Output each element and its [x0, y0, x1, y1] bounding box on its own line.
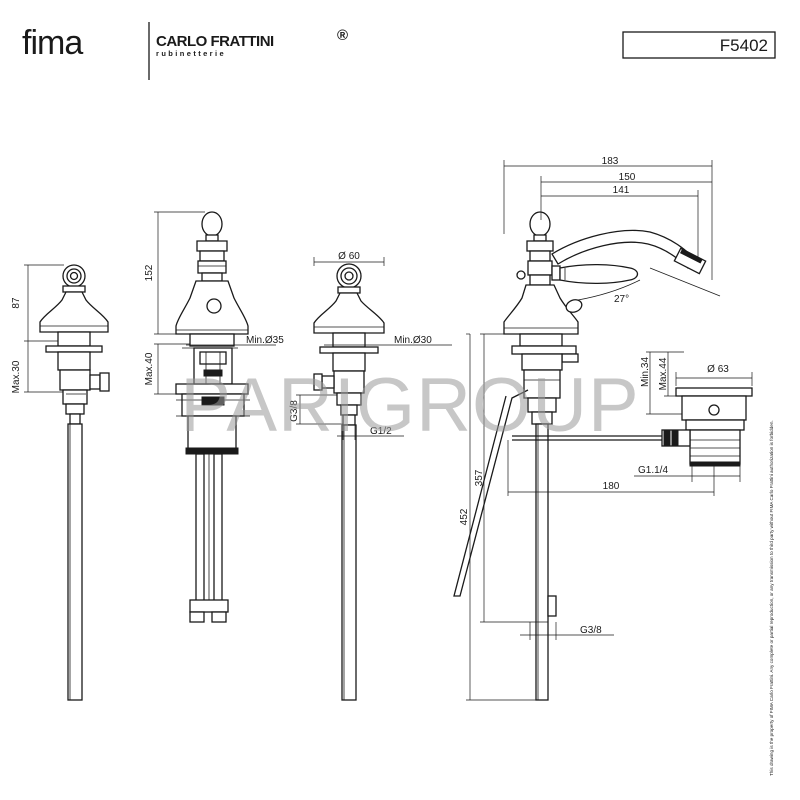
watermark: PARIGROUP [180, 363, 639, 448]
brand-subname: CARLO FRATTINI [156, 33, 274, 50]
dim-max44: Max.44 [658, 357, 669, 390]
dim-141: 141 [613, 185, 630, 196]
dim-dia63: Ø 63 [707, 364, 729, 375]
dim-g38-right: G3/8 [580, 625, 602, 636]
dim-183: 183 [602, 156, 619, 167]
dim-min35: Min.Ø35 [246, 335, 284, 346]
view-valve-front: Ø 60 Min.Ø30 G3/8 G1/2 [289, 251, 452, 701]
copyright-note: This drawing is the property of FIMA Car… [769, 420, 774, 776]
dim-g12: G1/2 [370, 426, 392, 437]
dim-180: 180 [603, 481, 620, 492]
dim-min34: Min.34 [640, 357, 651, 387]
view-spout-side: 183 150 141 27° Ø 63 Min.34 Max.44 G1.1/… [453, 156, 753, 701]
brand-name: fima [22, 24, 83, 62]
dim-357: 357 [474, 469, 485, 486]
dim-angle: 27° [614, 294, 629, 305]
dim-452: 452 [459, 508, 470, 525]
dim-max30-left: Max.30 [11, 360, 22, 393]
brand-tagline: rubinetterie [156, 49, 226, 58]
brand-logo: fima CARLO FRATTINI ® rubinetterie [22, 22, 349, 80]
dim-dia60: Ø 60 [338, 251, 360, 262]
dim-150: 150 [619, 172, 636, 183]
product-code: F5402 [720, 36, 768, 55]
brand-trademark: ® [337, 27, 348, 44]
view-valve-side: 87 Max.30 [11, 264, 110, 701]
dim-g114: G1.1/4 [638, 465, 668, 476]
dim-152: 152 [144, 264, 155, 281]
dim-87: 87 [11, 297, 22, 309]
dim-max40: Max.40 [144, 352, 155, 385]
dim-g38-left: G3/8 [289, 400, 300, 422]
dim-min30: Min.Ø30 [394, 335, 432, 346]
product-code-box [622, 31, 776, 59]
view-spout-front: 152 Max.40 Min.Ø35 [144, 211, 284, 623]
